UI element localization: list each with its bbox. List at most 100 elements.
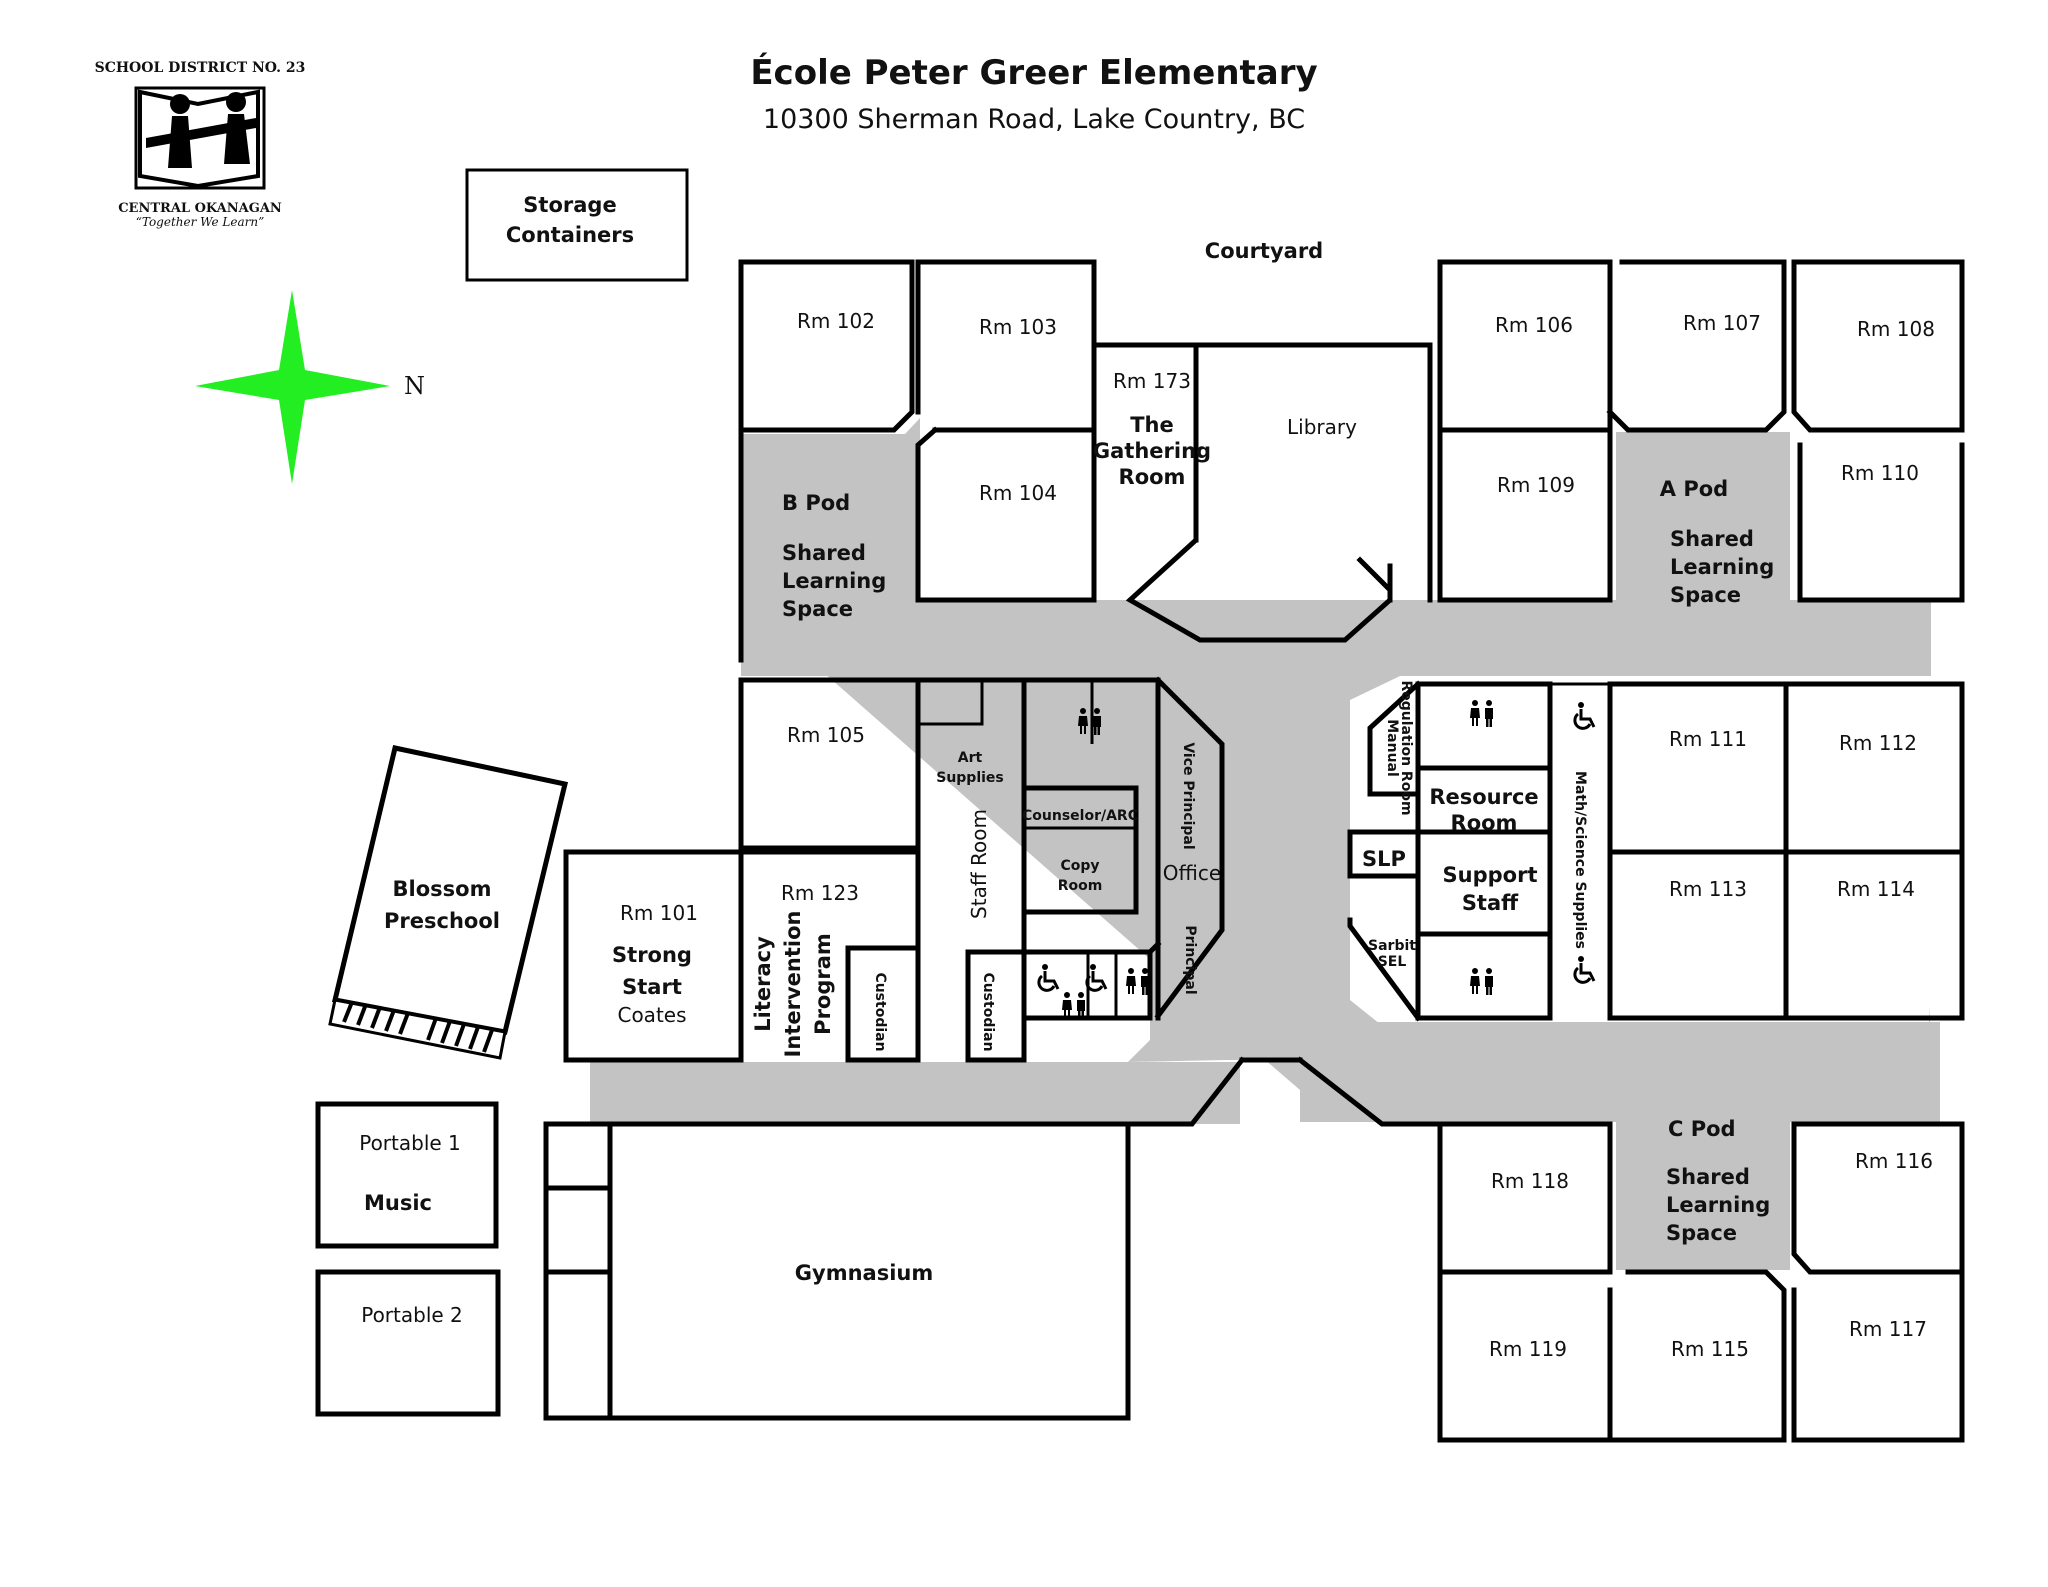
label-literacy: Literacy: [751, 936, 775, 1032]
label-rm-104: Rm 104: [979, 481, 1057, 505]
portable-2-box: [315, 1269, 501, 1417]
label-b-pod-shared: Shared: [782, 541, 866, 565]
label-gathering-3: Room: [1119, 465, 1186, 489]
lower-west-corridor: [590, 1062, 1240, 1124]
label-art: Art: [958, 750, 983, 766]
label-gathering-2: Gathering: [1093, 439, 1211, 463]
label-rm-103: Rm 103: [979, 315, 1057, 339]
logo-district-text: SCHOOL DISTRICT NO. 23: [95, 60, 306, 76]
label-resource: Resource: [1429, 785, 1538, 809]
page-title: École Peter Greer Elementary: [750, 52, 1317, 93]
label-start: Start: [622, 975, 682, 999]
compass-north-label: N: [404, 372, 425, 400]
room-labels: Storage Containers Courtyard Rm 102 Rm 1…: [359, 193, 1935, 1361]
storage-containers-box: [465, 168, 689, 282]
label-sel: SEL: [1378, 954, 1407, 970]
label-rm-116: Rm 116: [1855, 1149, 1933, 1173]
school-district-logo: SCHOOL DISTRICT NO. 23 CENTRAL OKANAGAN …: [95, 60, 306, 229]
wheelchair-icon: [1037, 962, 1060, 992]
a-pod-shared-space: [1616, 432, 1790, 600]
wheelchair-icon: [1573, 954, 1596, 984]
central-corridor: [1220, 640, 1320, 1060]
label-c-pod: C Pod: [1668, 1117, 1736, 1141]
walls: [315, 168, 1965, 1443]
label-resource-room: Room: [1451, 811, 1518, 835]
label-rm-110: Rm 110: [1841, 461, 1919, 485]
label-courtyard: Courtyard: [1205, 239, 1323, 263]
label-program: Program: [811, 933, 835, 1035]
label-gymnasium: Gymnasium: [795, 1261, 933, 1285]
label-custodian-1: Custodian: [872, 972, 888, 1051]
label-music: Music: [364, 1191, 432, 1215]
label-coates: Coates: [617, 1003, 686, 1027]
label-rm-111: Rm 111: [1669, 727, 1747, 751]
wheelchair-icon: [1573, 700, 1596, 730]
label-rm-108: Rm 108: [1857, 317, 1935, 341]
label-intervention: Intervention: [781, 911, 805, 1058]
label-art-supplies: Supplies: [936, 770, 1004, 786]
label-regulation-manual: Manual: [1384, 719, 1400, 777]
label-rm-115: Rm 115: [1671, 1337, 1749, 1361]
label-rm-101: Rm 101: [620, 901, 698, 925]
label-a-pod-learning: Learning: [1670, 555, 1774, 579]
label-portable-2: Portable 2: [361, 1303, 463, 1327]
restroom-icon: [1470, 700, 1493, 727]
label-rm-106: Rm 106: [1495, 313, 1573, 337]
portable-1-box: [315, 1101, 499, 1249]
label-containers: Containers: [506, 223, 634, 247]
label-support-staff: Staff: [1462, 891, 1519, 915]
label-strong: Strong: [612, 943, 692, 967]
label-preschool: Preschool: [384, 909, 500, 933]
label-b-pod: B Pod: [782, 491, 850, 515]
label-sarbit: Sarbit: [1368, 938, 1416, 954]
label-a-pod: A Pod: [1660, 477, 1728, 501]
label-gathering-1: The: [1130, 413, 1174, 437]
label-rm-109: Rm 109: [1497, 473, 1575, 497]
label-rm-112: Rm 112: [1839, 731, 1917, 755]
label-rm-114: Rm 114: [1837, 877, 1915, 901]
label-rm-123: Rm 123: [781, 881, 859, 905]
restroom-icon: [1126, 968, 1149, 995]
label-portable-1: Portable 1: [359, 1131, 461, 1155]
label-support: Support: [1443, 863, 1538, 887]
label-custodian-2: Custodian: [980, 972, 996, 1051]
label-storage: Storage: [523, 193, 616, 217]
label-copy: Copy: [1060, 858, 1099, 874]
label-c-pod-learning: Learning: [1666, 1193, 1770, 1217]
label-rm-118: Rm 118: [1491, 1169, 1569, 1193]
top-corridor: [741, 600, 1930, 1098]
label-b-pod-space: Space: [782, 597, 853, 621]
label-rm-173: Rm 173: [1113, 369, 1191, 393]
label-a-pod-shared: Shared: [1670, 527, 1754, 551]
label-rm-107: Rm 107: [1683, 311, 1761, 335]
restroom-icon: [1470, 968, 1493, 995]
logo-motto-text: “Together We Learn”: [136, 215, 265, 229]
logo-name-text: CENTRAL OKANAGAN: [118, 201, 282, 216]
preschool-ramp-hatch: [328, 998, 507, 1060]
label-principal: Principal: [1182, 925, 1198, 994]
label-counselor: Counselor/ARC: [1022, 808, 1138, 824]
label-rm-119: Rm 119: [1489, 1337, 1567, 1361]
label-office: Office: [1163, 861, 1221, 885]
label-library: Library: [1287, 415, 1357, 439]
b-pod-shared-space: [741, 418, 920, 600]
label-rm-102: Rm 102: [797, 309, 875, 333]
label-c-pod-shared: Shared: [1666, 1165, 1750, 1189]
label-staff-room: Staff Room: [967, 809, 991, 919]
label-c-pod-space: Space: [1666, 1221, 1737, 1245]
label-rm-105: Rm 105: [787, 723, 865, 747]
label-copy-room: Room: [1058, 878, 1103, 894]
label-rm-117: Rm 117: [1849, 1317, 1927, 1341]
label-math-science-supplies: Math/Science Supplies: [1572, 771, 1588, 949]
restroom-icon: [1062, 992, 1085, 1019]
label-blossom: Blossom: [393, 877, 492, 901]
compass-star-icon: N: [195, 290, 425, 484]
label-rm-113: Rm 113: [1669, 877, 1747, 901]
page-address: 10300 Sherman Road, Lake Country, BC: [763, 104, 1305, 135]
label-slp: SLP: [1362, 847, 1406, 871]
label-a-pod-space: Space: [1670, 583, 1741, 607]
label-vice-principal: Vice Principal: [1180, 742, 1196, 849]
wheelchair-icon: [1085, 962, 1108, 992]
c-pod-shared-space: [1616, 1110, 1790, 1270]
